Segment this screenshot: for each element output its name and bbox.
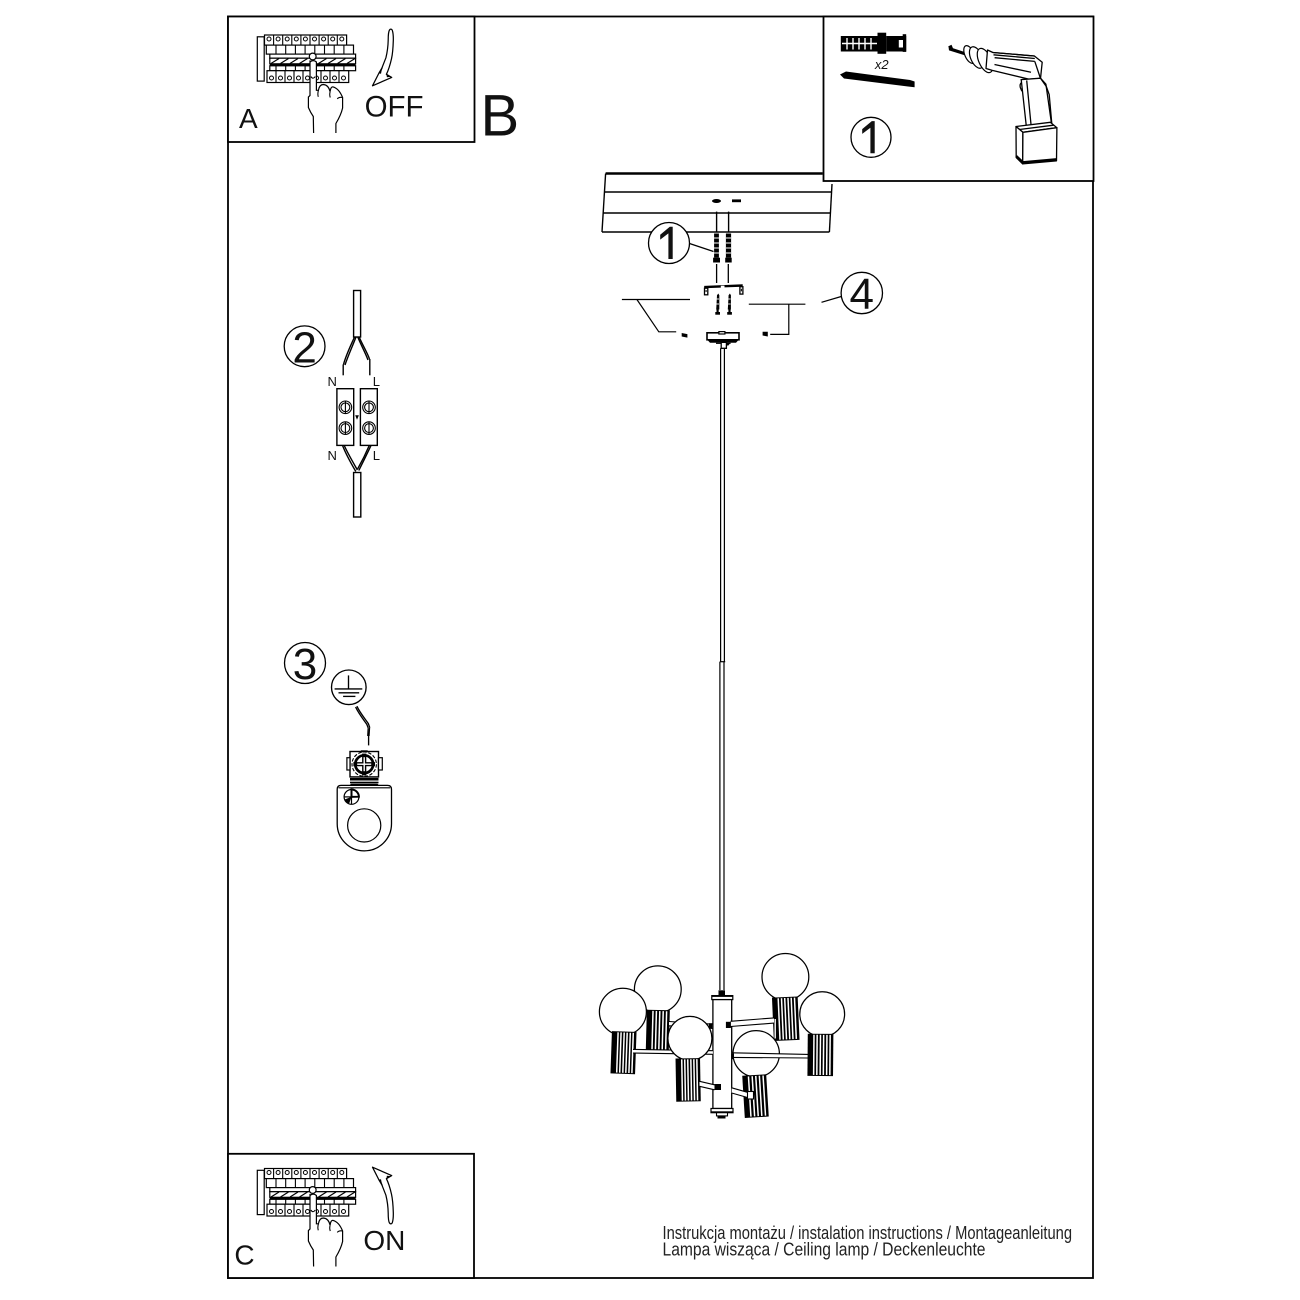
svg-text:B: B — [481, 84, 520, 149]
svg-text:C: C — [234, 1240, 254, 1271]
svg-text:A: A — [239, 103, 258, 134]
svg-text:L: L — [373, 374, 380, 389]
svg-text:ON: ON — [363, 1225, 405, 1256]
svg-text:OFF: OFF — [365, 90, 424, 123]
svg-text:2: 2 — [292, 323, 316, 372]
svg-text:N: N — [328, 448, 337, 463]
svg-text:N: N — [328, 374, 337, 389]
svg-text:Instrukcja montażu / instalati: Instrukcja montażu / instalation instruc… — [663, 1222, 1073, 1243]
svg-text:4: 4 — [850, 270, 874, 319]
svg-text:3: 3 — [293, 640, 317, 689]
svg-text:x2: x2 — [874, 57, 890, 72]
svg-text:Lampa wisząca / Ceiling lamp /: Lampa wisząca / Ceiling lamp / Deckenleu… — [663, 1239, 986, 1260]
svg-text:L: L — [373, 448, 380, 463]
